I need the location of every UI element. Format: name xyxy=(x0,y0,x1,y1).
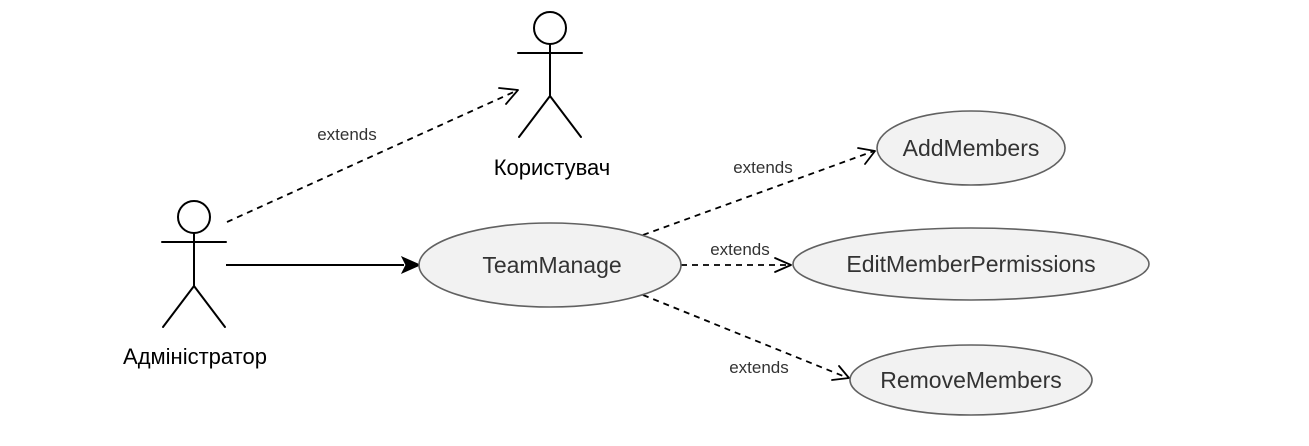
edge-team-to-add: extends xyxy=(642,147,876,236)
actor-user-label: Користувач xyxy=(494,155,611,180)
edge-admin-to-user: extends xyxy=(226,87,519,223)
usecase-team-manage-shape xyxy=(418,222,682,308)
edge-team-to-add-arrowhead xyxy=(857,147,876,165)
edge-team-to-edit-label: extends xyxy=(710,240,770,259)
edge-team-to-edit: extends xyxy=(681,240,792,273)
actor-admin-icon xyxy=(161,200,227,328)
usecase-remove-members[interactable]: RemoveMembers xyxy=(849,344,1093,416)
edge-team-to-add-label: extends xyxy=(733,158,793,177)
usecase-edit-member-permissions-shape xyxy=(792,227,1150,301)
usecase-team-manage[interactable]: TeamManage xyxy=(418,222,682,308)
usecase-add-members[interactable]: AddMembers xyxy=(876,110,1066,186)
edge-team-to-edit-arrowhead xyxy=(774,257,792,273)
actor-user[interactable]: Користувач xyxy=(494,11,611,180)
usecase-edit-member-permissions-label: EditMemberPermissions xyxy=(846,251,1095,277)
edge-admin-to-user-label: extends xyxy=(317,125,377,144)
edge-admin-to-team-manage-arrowhead xyxy=(400,255,422,275)
usecase-remove-members-shape xyxy=(849,344,1093,416)
usecase-add-members-shape xyxy=(876,110,1066,186)
usecase-add-members-label: AddMembers xyxy=(903,135,1040,161)
usecase-edit-member-permissions[interactable]: EditMemberPermissions xyxy=(792,227,1150,301)
actor-admin-label: Адміністратор xyxy=(123,344,267,369)
usecase-team-manage-label: TeamManage xyxy=(482,252,621,278)
edge-admin-to-user-arrowhead xyxy=(498,87,519,105)
edge-team-to-remove-arrowhead xyxy=(831,365,850,381)
actor-admin[interactable]: Адміністратор xyxy=(123,200,267,369)
usecase-remove-members-label: RemoveMembers xyxy=(880,367,1062,393)
edge-team-to-remove-label: extends xyxy=(729,358,789,377)
edge-team-to-remove: extends xyxy=(642,294,850,381)
actor-user-icon xyxy=(517,11,583,138)
edge-admin-to-team-manage xyxy=(226,255,422,275)
